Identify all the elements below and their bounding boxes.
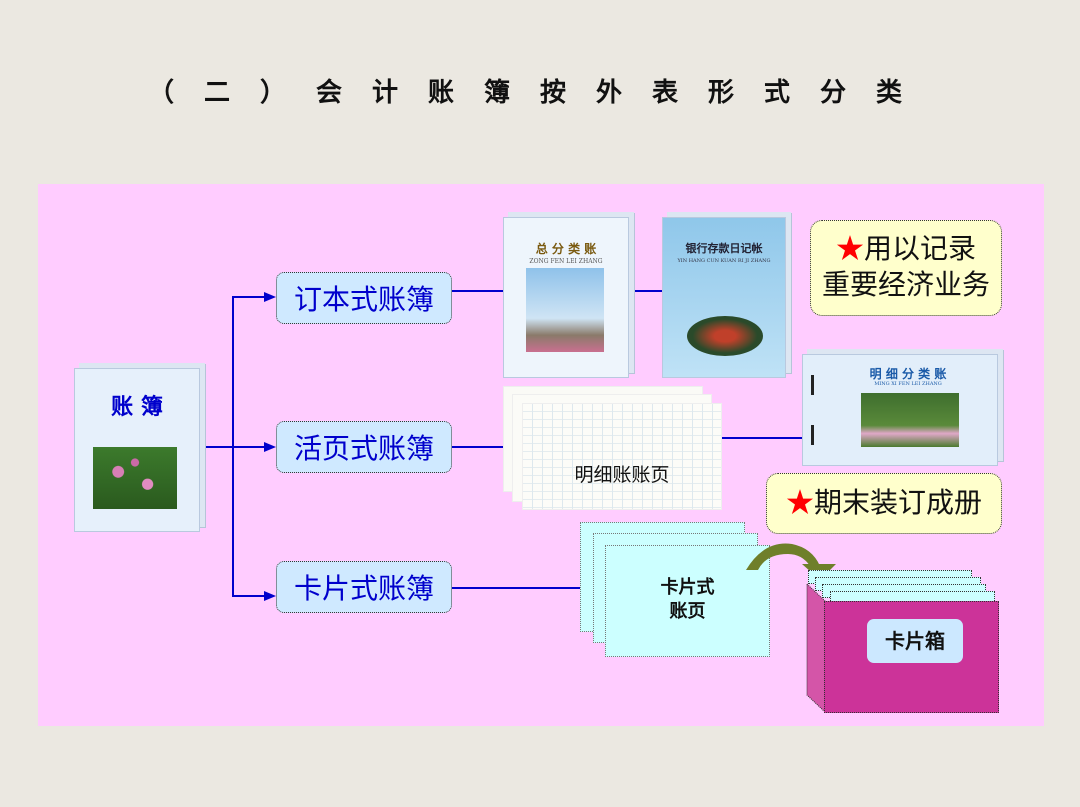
lotus-image (93, 447, 177, 509)
book-title: 银行存款日记帐 (685, 242, 763, 255)
connector (452, 446, 504, 448)
general-ledger-book: 总 分 类 账 ZONG FEN LEI ZHANG (503, 217, 629, 378)
pages-label: 明细账账页 (574, 464, 670, 486)
card-label: 卡片式 (660, 577, 715, 598)
book-title: 总 分 类 账 (535, 242, 597, 256)
connector (452, 290, 504, 292)
book-pinyin: YIN HANG CUN KUAN RI JI ZHANG (677, 258, 771, 264)
category-bound: 订本式账簿 (276, 272, 452, 324)
star-icon: ★ (785, 486, 814, 519)
binding-ring (811, 375, 814, 395)
book-title: 明 细 分 类 账 (869, 367, 947, 381)
binding-ring (811, 425, 814, 445)
category-loose-leaf: 活页式账簿 (276, 421, 452, 473)
connector (232, 296, 268, 298)
bank-journal-book: 银行存款日记帐 YIN HANG CUN KUAN RI JI ZHANG (662, 217, 786, 378)
card-sheet: 卡片式 账页 (605, 545, 770, 657)
connector (206, 446, 234, 448)
note-loose: ★期末装订成册 (766, 473, 1002, 534)
page-sheet (522, 403, 722, 510)
note-text: 期末装订成册 (814, 486, 983, 519)
connector (232, 446, 268, 448)
note-bound: ★用以记录 重要经济业务 (810, 220, 1002, 316)
box-side (806, 583, 826, 713)
connector (232, 595, 268, 597)
book-pinyin: MING XI FEN LEI ZHANG (874, 381, 942, 387)
note-text: 重要经济业务 (821, 268, 990, 301)
garden-image (861, 393, 959, 447)
note-text: 用以记录 (864, 232, 977, 265)
card-label: 账页 (669, 601, 706, 622)
connector (635, 290, 663, 292)
detail-ledger-book: 明 细 分 类 账 MING XI FEN LEI ZHANG (802, 354, 998, 466)
tower-image (526, 268, 604, 352)
category-card: 卡片式账簿 (276, 561, 452, 613)
card-box: 卡片箱 (824, 601, 999, 713)
arrowheads (264, 292, 276, 601)
ledger-book: 账 簿 (74, 368, 200, 532)
star-icon: ★ (835, 232, 864, 265)
slide-title: （二）会计账簿按外表形式分类 (147, 78, 932, 108)
card-box-label: 卡片箱 (867, 619, 963, 663)
book-pinyin: ZONG FEN LEI ZHANG (529, 258, 603, 265)
ledger-label: 账 簿 (111, 394, 163, 420)
connector (452, 587, 582, 589)
koi-image (687, 316, 763, 356)
connector (722, 437, 802, 439)
